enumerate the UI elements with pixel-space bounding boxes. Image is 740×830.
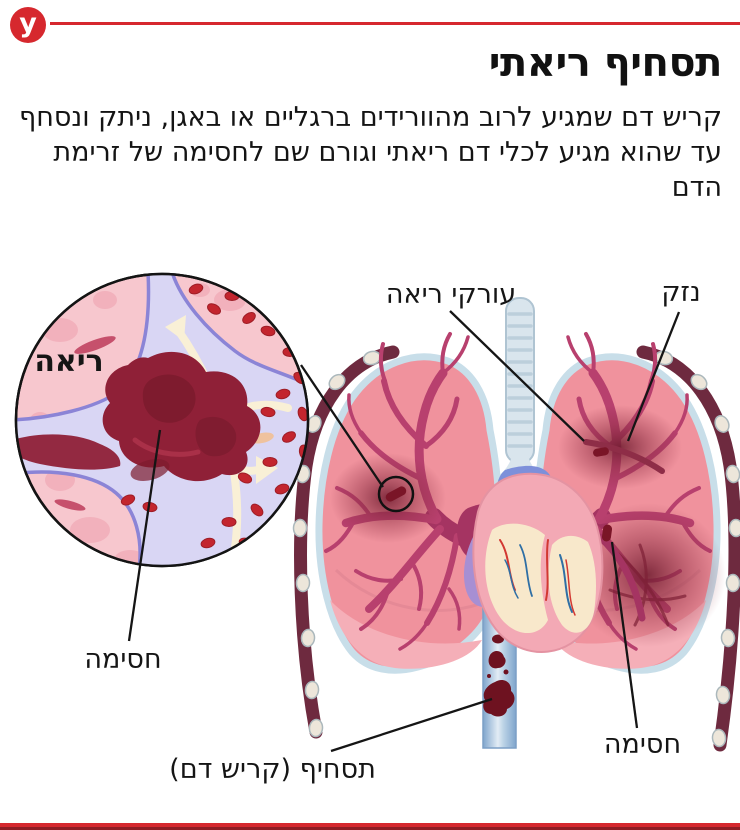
vein-clots xyxy=(483,634,515,717)
label-embolism: תסחיף (קריש דם) xyxy=(169,754,376,785)
ynet-logo: y xyxy=(10,7,46,43)
leader-inset-to-marker xyxy=(300,364,384,488)
inset-clot xyxy=(16,351,261,482)
heart xyxy=(463,465,604,653)
ribs-right xyxy=(636,345,740,752)
label-blockage-inset: חסימה xyxy=(84,644,162,675)
leader-lines xyxy=(127,310,681,753)
page-description: קריש דם שמגיע לרוב מהוורידים ברגליים או … xyxy=(18,102,722,203)
leader-damage xyxy=(626,311,681,442)
header-rule xyxy=(50,22,740,25)
magnified-spot-marker xyxy=(377,475,415,513)
label-blockage-lung: חסימה xyxy=(603,729,682,760)
ynet-logo-letter: y xyxy=(19,7,37,39)
inset-circle xyxy=(14,272,310,568)
leader-blockage-inset xyxy=(127,429,162,642)
footer-rule-dark xyxy=(0,827,740,830)
leader-embolism xyxy=(330,697,493,753)
label-inset-lung: ריאה xyxy=(34,344,104,379)
leader-pulmonary-arteries xyxy=(449,310,585,442)
footer-rule-red xyxy=(0,823,740,827)
page-title: תסחיף ריאתי xyxy=(488,40,723,86)
label-damage: נזק xyxy=(661,277,701,308)
ribs-left xyxy=(292,345,400,739)
leader-blockage-lung xyxy=(610,541,639,729)
lung-clots xyxy=(385,447,613,542)
label-pulmonary-arteries: עורקי ריאה xyxy=(385,279,517,310)
